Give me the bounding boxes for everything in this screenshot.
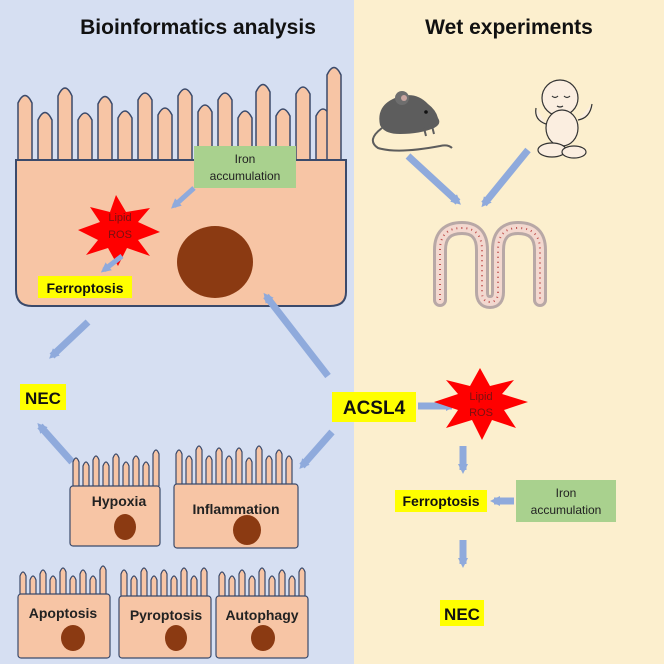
iron-label-line2: accumulation [210,169,281,183]
hypoxia-cell [69,449,161,547]
iron-label-line1: Iron [235,152,256,166]
lipid-ros-burst [78,195,160,266]
ferroptosis-highlight [38,276,132,298]
pyroptosis-label: Pyroptosis [130,607,203,623]
right-iron-label-line1: Iron [556,486,577,500]
left-nec-label: NEC [25,389,61,408]
right-top-arrows [405,147,531,208]
right-header: Wet experiments [425,16,593,39]
acsl4-highlight [332,392,416,422]
apoptosis-cell [17,565,111,659]
main-cell-arrows [100,186,196,273]
right-ferroptosis-label: Ferroptosis [402,493,479,509]
apoptosis-nucleus [61,625,85,651]
right-ros-label-line2: ROS [469,407,493,419]
acsl4-label: ACSL4 [343,398,406,419]
pyroptosis-cell [118,567,212,659]
main-epithelial-cell [15,66,347,307]
right-ros-label-line1: Lipid [469,391,492,403]
iron-accumulation-box [194,146,296,188]
microvilli [17,66,342,160]
inflammation-cell [173,445,299,549]
mouse-icon [371,91,453,152]
pyroptosis-nucleus [165,625,187,651]
right-lipid-ros-burst [434,368,528,440]
right-ferroptosis-highlight [395,490,487,512]
left-panel-arrows [37,292,335,469]
right-nec-label: NEC [444,605,480,624]
hypoxia-nucleus [114,514,136,540]
right-nec-highlight [440,600,484,626]
autophagy-nucleus [251,625,275,651]
left-nec-highlight [20,384,66,410]
main-cell-body [15,159,347,307]
right-iron-label-line2: accumulation [531,503,602,517]
ros-label-line2: ROS [108,229,132,241]
autophagy-label: Autophagy [225,607,298,623]
ros-label-line1: Lipid [108,212,131,224]
infant-icon [535,79,593,159]
ferroptosis-label: Ferroptosis [46,280,123,296]
inflammation-nucleus [233,515,261,545]
intestine-icon [433,220,547,310]
inflammation-label: Inflammation [192,501,279,517]
main-nucleus [177,226,253,298]
small-cells: Hypoxia Inflammation Apoptosis Pyroptosi… [17,445,309,659]
right-flow-arrows [418,401,514,568]
hypoxia-label: Hypoxia [92,493,147,509]
left-header: Bioinformatics analysis [80,16,316,39]
right-iron-accumulation-box [516,480,616,522]
apoptosis-label: Apoptosis [29,605,98,621]
